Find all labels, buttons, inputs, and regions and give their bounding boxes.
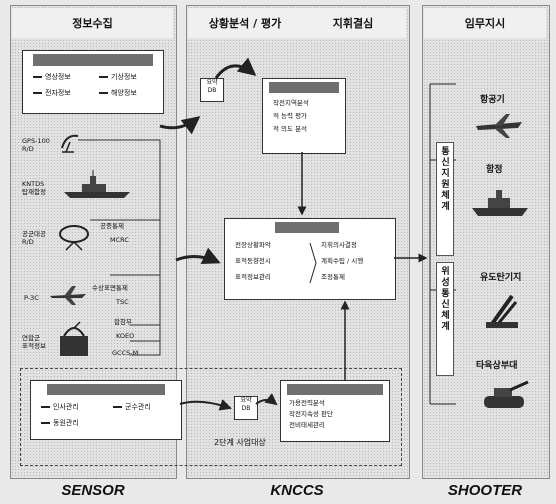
missile-launcher-icon bbox=[482, 290, 522, 330]
shooter-ship-label: 함정 bbox=[486, 166, 503, 175]
footer-sensor: SENSOR bbox=[10, 482, 176, 499]
comm-system-label: 통신지원체계 bbox=[438, 146, 451, 212]
footer-shooter: SHOOTER bbox=[422, 482, 548, 499]
satcom-system-label: 위성통신체계 bbox=[438, 266, 451, 332]
fighter-jet-icon bbox=[474, 110, 524, 140]
tank-icon bbox=[480, 378, 530, 412]
footer-knccs: KNCCS bbox=[186, 482, 408, 499]
shooter-ground-unit-label: 타육상부대 bbox=[476, 362, 517, 371]
shooter-missile-base-label: 유도탄기지 bbox=[480, 274, 521, 283]
shooter-aircraft-label: 항공기 bbox=[480, 96, 505, 105]
ship-icon bbox=[470, 186, 530, 218]
